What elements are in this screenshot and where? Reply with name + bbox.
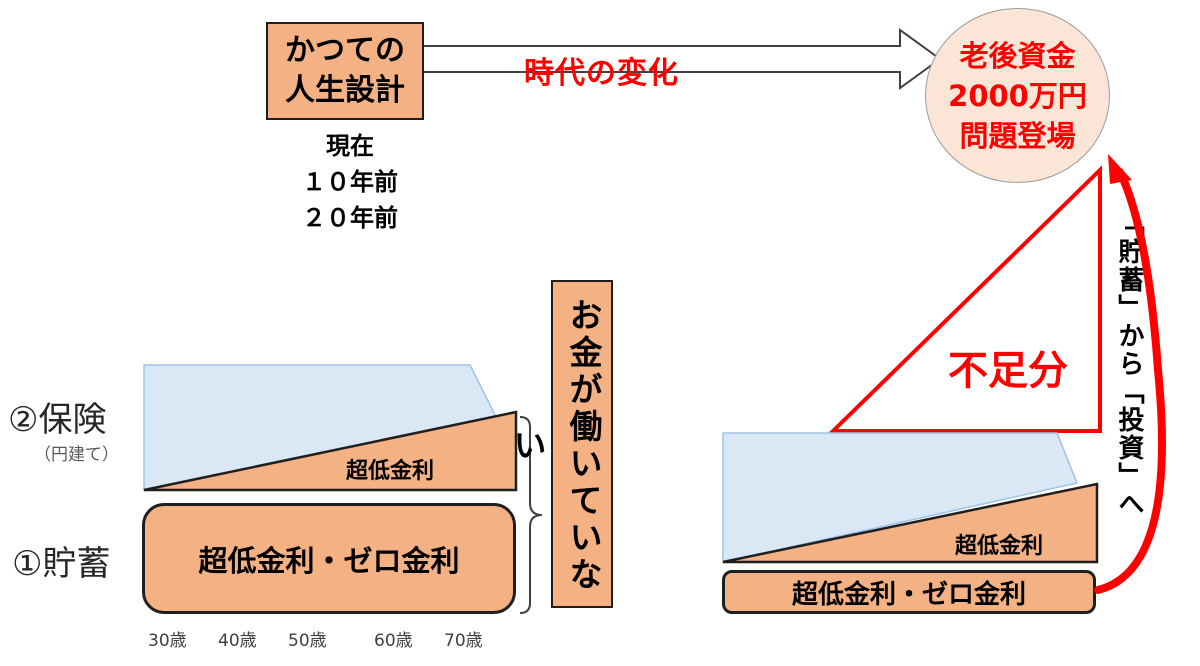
grouping-brace: [519, 416, 543, 614]
time-change-label: 時代の変化: [524, 56, 679, 91]
past-life-plan-box: かつての 人生設計: [266, 22, 424, 120]
right-diagram-shapes: [722, 165, 1102, 564]
left-insurance-shape: [143, 364, 518, 492]
retirement-fund-circle: 老後資金 2000万円 問題登場: [925, 8, 1110, 183]
circle-line2: 2000万円: [948, 78, 1087, 113]
time-label-20y: ２０年前: [302, 204, 398, 232]
insurance-rate-triangle: [143, 410, 518, 492]
left-savings-box: 超低金利・ゼロ金利: [142, 503, 516, 614]
age-axis: 30歳 40歳 50歳 60歳 70歳: [144, 626, 504, 651]
savings-to-investment-note: 「貯蓄」から「投資」へ: [1114, 210, 1144, 518]
insurance-label: ②保険: [8, 400, 107, 440]
past-plan-line2: 人生設計: [285, 73, 405, 108]
age-60: 60歳: [374, 631, 413, 651]
right-savings-box: 超低金利・ゼロ金利: [722, 570, 1096, 614]
circle-line1: 老後資金: [959, 38, 1076, 73]
shortfall-label: 不足分: [948, 348, 1068, 394]
right-insurance-rate-triangle: [722, 482, 1099, 564]
age-50: 50歳: [288, 631, 327, 651]
time-label-now: 現在: [326, 132, 374, 160]
right-insurance-blue-area: [722, 432, 1079, 563]
age-30: 30歳: [148, 631, 187, 651]
time-label-10y: １０年前: [302, 168, 398, 196]
shortfall-triangle: [828, 165, 1102, 433]
age-70: 70歳: [444, 631, 483, 651]
time-change-arrow: [421, 28, 942, 90]
left-insurance-rate-label: 超低金利: [346, 459, 435, 484]
circle-line3: 問題登場: [959, 118, 1076, 153]
investment-red-arrow: [1094, 154, 1166, 594]
savings-label: ①貯蓄: [12, 544, 111, 584]
right-insurance-rate-label: 超低金利: [955, 534, 1044, 559]
insurance-sublabel: （円建て）: [34, 445, 119, 465]
past-plan-line1: かつての: [285, 33, 405, 68]
age-40: 40歳: [218, 631, 257, 651]
money-not-working-note: お金が働いていない: [508, 280, 613, 608]
time-labels: 現在 １０年前 ２０年前: [290, 128, 410, 236]
